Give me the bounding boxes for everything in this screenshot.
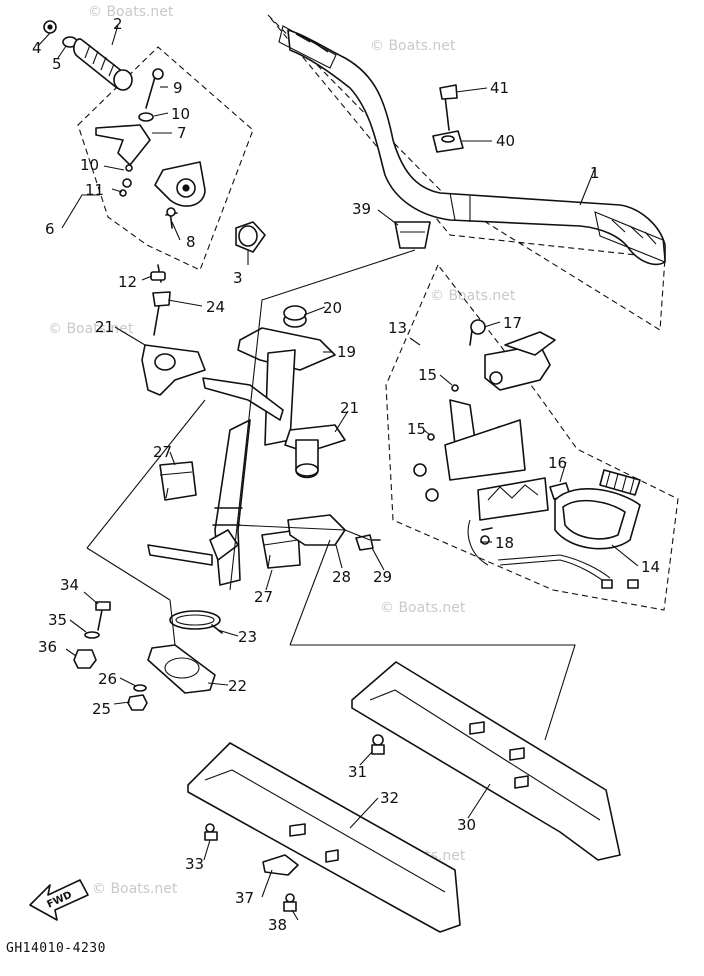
callout-label: 25 <box>92 700 111 718</box>
callout-label: 27 <box>254 588 273 606</box>
callout-label: 27 <box>153 443 172 461</box>
callout-label: 8 <box>186 233 196 251</box>
callout-label: 28 <box>332 568 351 586</box>
callout-label: 15 <box>418 366 437 384</box>
callout-label: 19 <box>337 343 356 361</box>
handlebar <box>278 25 666 266</box>
callout-label: 6 <box>45 220 55 238</box>
callout-label: 5 <box>52 55 62 73</box>
callout-label: 31 <box>348 763 367 781</box>
switch-assembly <box>413 319 641 589</box>
rails <box>187 661 621 933</box>
callout-label: 22 <box>228 677 247 695</box>
watermark: © Boats.net <box>92 881 178 897</box>
callout-label: 41 <box>490 79 509 97</box>
callout-labels: 1 2 3 4 5 6 7 8 9 10 10 11 12 13 14 15 1… <box>32 15 660 934</box>
diagram-code: GH14010-4230 <box>6 941 106 956</box>
lower-parts <box>73 601 299 912</box>
callout-label: 15 <box>407 420 426 438</box>
watermark: © Boats.net <box>48 321 134 337</box>
callout-label: 21 <box>340 399 359 417</box>
callout-label: 10 <box>80 156 99 174</box>
callout-label: 2 <box>113 15 123 33</box>
clamps <box>159 461 381 569</box>
callout-label: 26 <box>98 670 117 688</box>
callout-label: 35 <box>48 611 67 629</box>
callout-label: 38 <box>268 916 287 934</box>
handlebar-holders <box>394 84 464 249</box>
callout-label: 10 <box>171 105 190 123</box>
watermark: © Boats.net <box>430 288 516 304</box>
watermark: © Boats.net <box>88 4 174 20</box>
callout-label: 13 <box>388 319 407 337</box>
callout-label: 40 <box>496 132 515 150</box>
callout-label: 33 <box>185 855 204 873</box>
callout-label: 4 <box>32 39 42 57</box>
callout-label: 9 <box>173 79 183 97</box>
callout-label: 11 <box>85 181 104 199</box>
callout-label: 7 <box>177 124 187 142</box>
leader-lines <box>37 24 639 921</box>
callout-label: 17 <box>503 314 522 332</box>
callout-label: 34 <box>60 576 79 594</box>
switch-group-outline <box>385 263 679 611</box>
callout-label: 18 <box>495 534 514 552</box>
callout-label: 30 <box>457 816 476 834</box>
throttle-assembly <box>43 20 266 283</box>
fwd-arrow: FWD <box>29 879 89 921</box>
callout-label: 16 <box>548 454 567 472</box>
callout-label: 1 <box>590 164 600 182</box>
steering-column <box>141 305 346 586</box>
callout-label: 3 <box>233 269 243 287</box>
throttle-group-outline <box>77 46 254 271</box>
callout-label: 29 <box>373 568 392 586</box>
callout-label: 24 <box>206 298 225 316</box>
callout-label: 14 <box>641 558 660 576</box>
callout-label: 23 <box>238 628 257 646</box>
callout-label: 12 <box>118 273 137 291</box>
callout-label: 21 <box>95 318 114 336</box>
callout-label: 20 <box>323 299 342 317</box>
watermark: © Boats.net <box>370 38 456 54</box>
callout-label: 39 <box>352 200 371 218</box>
callout-label: 37 <box>235 889 254 907</box>
callout-label: 36 <box>38 638 57 656</box>
bolt-24 <box>152 291 171 336</box>
callout-label: 32 <box>380 789 399 807</box>
watermark: © Boats.net <box>380 600 466 616</box>
